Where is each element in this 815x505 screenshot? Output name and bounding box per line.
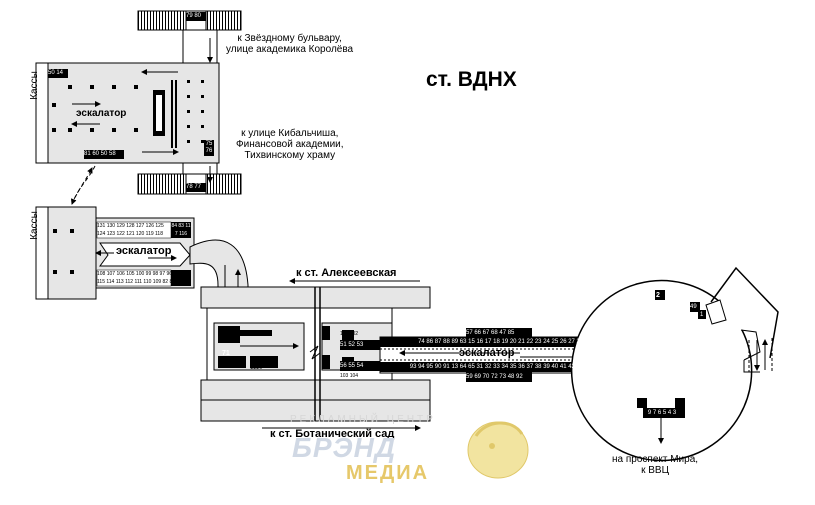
exits-mid-right: 84 83 117 116 [171, 223, 191, 237]
exits-platform-top: 57 66 67 68 47 85 [466, 330, 515, 336]
top-vestibule [35, 10, 242, 195]
station-title: ст. ВДНХ [426, 68, 517, 91]
watermark-logo-icon [467, 421, 529, 479]
kassy-label-top: Кассы [28, 71, 40, 100]
platform [200, 278, 431, 431]
exits-top-e: 78 77 [186, 184, 202, 190]
direction-south: к улице Кибальчиша, Финансовой академии,… [236, 128, 344, 161]
exits-top-b: 50 14 [48, 70, 64, 76]
escalator-label-main: эскалатор [459, 347, 515, 359]
exits-top-c: 81 60 50 58 [84, 151, 116, 157]
exit-ring-top: 2 [656, 292, 660, 299]
exit-ring-right-b: 1 [700, 312, 704, 318]
exits-mid-row2: 124 123 122 121 120 119 118 [97, 231, 163, 237]
exits-platform-row-top: 74 86 87 88 89 63 15 16 17 18 19 20 21 2… [418, 339, 600, 345]
watermark-line3: МЕДИА [346, 462, 430, 484]
exits-top-d: 75 76 [205, 141, 213, 154]
direction-alekseevskaya: к ст. Алексеевская [296, 267, 397, 279]
exits-platform-bottom: 59 69 70 72 73 48 92 [466, 374, 523, 380]
exit-1110: 1110 [250, 365, 263, 371]
exits-small-b: 103 104 [340, 373, 359, 379]
escalator-label-top: эскалатор [76, 108, 127, 119]
watermark-line1: РЕКЛАМНЫЙ ЦЕНТР [290, 414, 436, 425]
exits-mid-bottom2: 115 114 113 112 111 110 109 82 81 [97, 279, 176, 285]
exits-mid-row1: 131 130 129 128 127 126 125 [97, 223, 164, 229]
direction-prospekt-mira: на проспект Мира, к ВВЦ [612, 454, 699, 476]
exit-71: 71 [222, 350, 230, 357]
direction-north: к Звёздному бульвару, улице академика Ко… [226, 33, 354, 55]
exits-ring-bottom: 9 7 6 5 4 3 [647, 410, 677, 416]
exits-platform-row-bot: 93 94 95 90 91 13 64 65 31 32 33 34 35 3… [409, 364, 609, 370]
exits-small-a: 101 102 [340, 331, 359, 337]
exits-top-a: 79 80 [186, 13, 202, 19]
exit-ring-right-a: 49 [690, 304, 697, 310]
direction-botanical: к ст. Ботанический сад [270, 428, 395, 440]
exits-left-block2: 56 55 54 [340, 363, 364, 369]
kassy-label-mid: Кассы [28, 211, 40, 240]
ring-lobby [570, 266, 779, 462]
exits-mid-bottom1: 108 107 106 105 100 99 98 97 96 [97, 271, 173, 277]
escalator-label-mid: эскалатор [116, 245, 172, 257]
exits-left-block: 51 52 53 [340, 342, 364, 348]
connector-path [70, 165, 96, 205]
watermark-line2: БРЭНД [292, 432, 397, 463]
